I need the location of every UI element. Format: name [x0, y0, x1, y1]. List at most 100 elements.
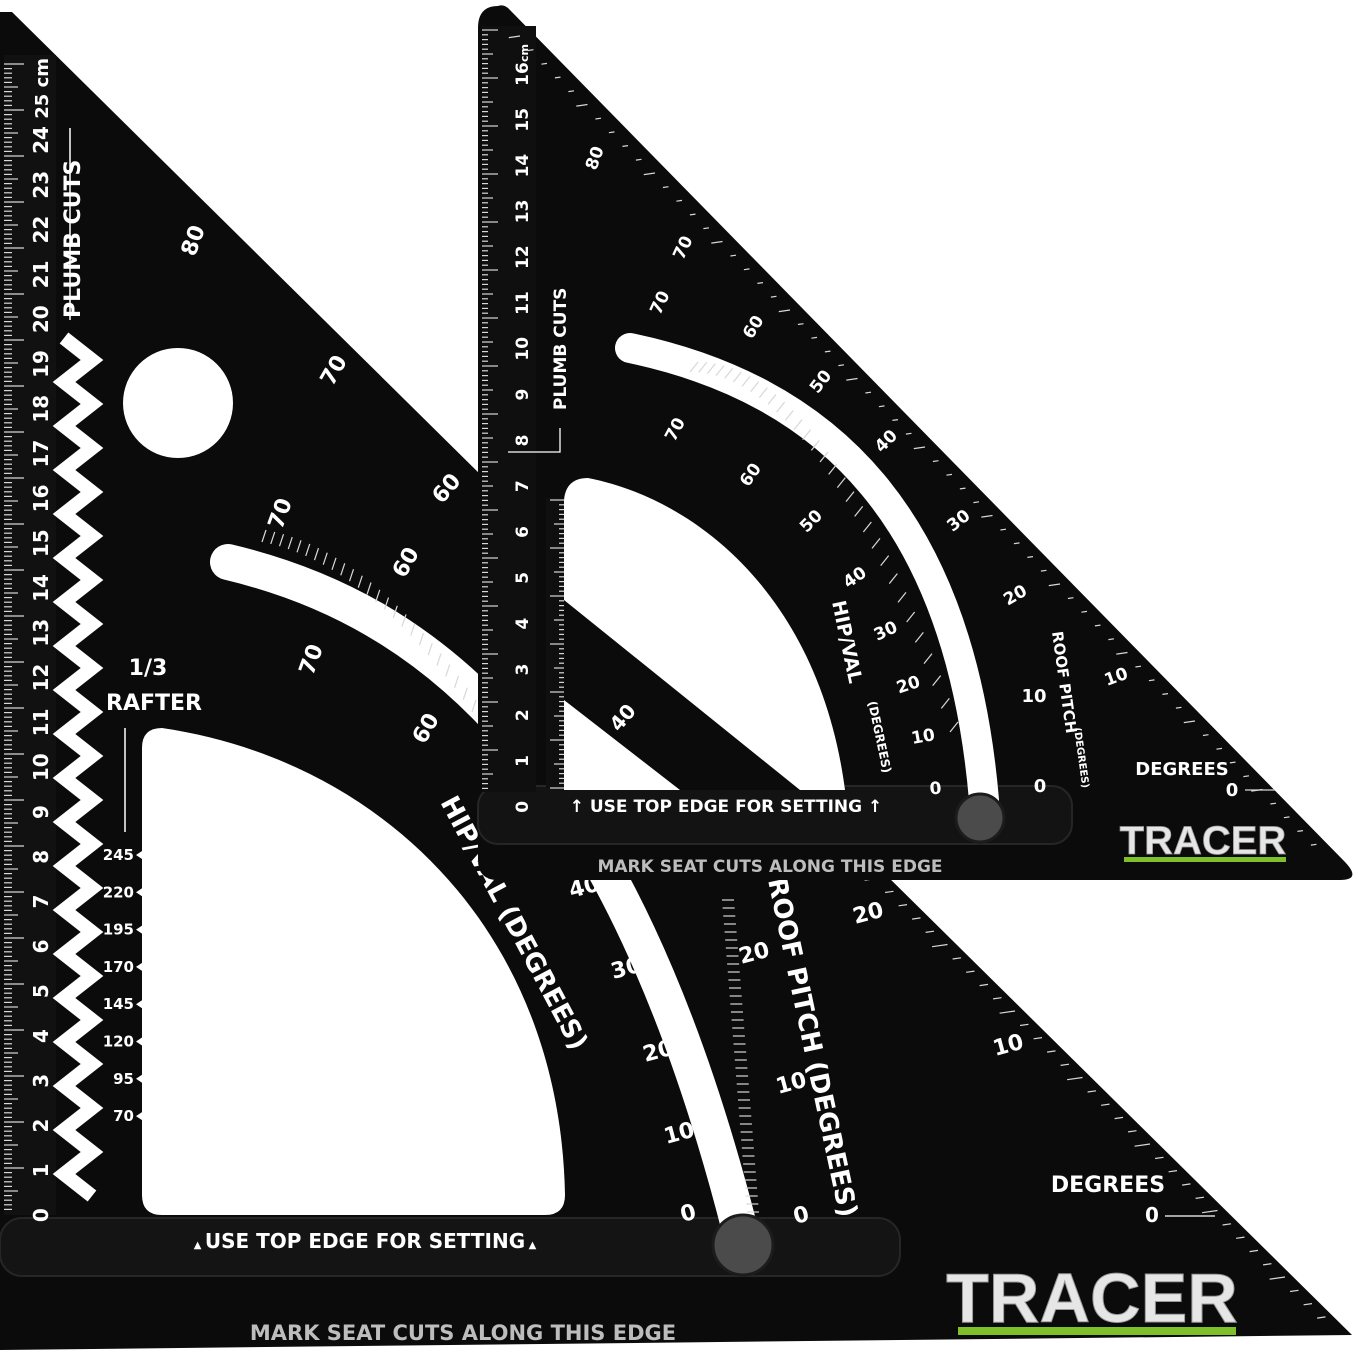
- small-hyp-tick: [635, 158, 642, 161]
- small-slot-tick: [758, 387, 768, 398]
- ruler-number-21: 21: [29, 260, 53, 288]
- small-hyp-tick: [770, 295, 777, 298]
- small-hyp-tick: [778, 309, 791, 313]
- small-slot-tick: [880, 555, 890, 566]
- small-slot-tick: [914, 632, 924, 643]
- hyp-tick: [1269, 1276, 1286, 1280]
- hyp-tick: [979, 983, 989, 987]
- hyp-tick: [1195, 1196, 1205, 1199]
- slot-tick: [418, 632, 425, 646]
- hyp-tick: [925, 930, 935, 933]
- small-ruler-number-1: 1: [513, 755, 533, 767]
- small-slot-tick: [810, 440, 820, 451]
- slot-tick: [366, 582, 372, 595]
- ruler-number-18: 18: [29, 395, 53, 423]
- small-slot-tick: [819, 451, 829, 463]
- small-hyp-tick: [981, 514, 993, 518]
- small-slot-tick: [940, 698, 950, 709]
- slot-tick: [445, 664, 451, 677]
- ruler-number-7: 7: [29, 895, 53, 909]
- slot-tick: [392, 605, 398, 618]
- rafter-marker: [136, 925, 142, 934]
- small-hyp-tick: [1162, 693, 1169, 695]
- small-hyp-tick: [1027, 556, 1034, 558]
- small-slot-tick: [845, 491, 855, 502]
- small-hyp-tick: [905, 432, 912, 435]
- small-plumb-line: [508, 428, 561, 453]
- large-setting-label: ▲ USE TOP EDGE FOR SETTING ▲: [194, 1229, 537, 1253]
- small-ruler-number-9: 9: [513, 389, 533, 401]
- ruler-number-8: 8: [29, 850, 53, 864]
- rafter-label: RAFTER: [106, 691, 202, 716]
- ruler-number-11: 11: [29, 708, 53, 736]
- slot-tick: [313, 547, 320, 561]
- large-setting-fence: [0, 1217, 901, 1277]
- small-hyp-tick: [946, 473, 953, 476]
- slot-tick: [270, 531, 276, 545]
- ruler-number-5: 5: [29, 984, 53, 998]
- hyp-tick: [1101, 1103, 1110, 1106]
- small-inner-0: 0: [929, 779, 943, 800]
- hyp-tick: [1033, 1037, 1043, 1040]
- slot-tick: [331, 557, 337, 570]
- small-slot-tick: [854, 506, 864, 517]
- small-slot-tick: [949, 721, 959, 733]
- large-degrees-zero: 0: [1145, 1203, 1159, 1227]
- large-hip-0: 0: [678, 1200, 699, 1228]
- ruler-number-1: 1: [29, 1163, 53, 1177]
- small-slot-tick: [906, 611, 916, 623]
- small-hyp-tick: [1310, 843, 1317, 846]
- large-brand-logo: TRACER: [946, 1259, 1238, 1337]
- large-lock-knob[interactable]: [711, 1213, 775, 1277]
- slot-tick: [471, 699, 477, 713]
- small-hyp-tick: [576, 103, 588, 107]
- ruler-number-10: 10: [29, 753, 53, 781]
- small-hyp-tick: [1094, 624, 1101, 627]
- hyp-tick: [898, 904, 908, 907]
- hyp-tick: [1303, 1303, 1313, 1306]
- small-hyp-tick: [689, 213, 696, 216]
- small-degrees-label: DEGREES: [1135, 759, 1228, 780]
- small-brand-bar: [1124, 857, 1286, 862]
- small-hyp-tick: [1243, 775, 1250, 778]
- small-slot-tick: [923, 653, 933, 664]
- hyp-tick: [1249, 1249, 1259, 1253]
- ruler-number-17: 17: [29, 440, 53, 468]
- small-hyp-tick: [608, 131, 615, 134]
- small-hyp-tick: [1116, 651, 1128, 655]
- large-ruler-ticks: [4, 63, 24, 1211]
- large-plumb-cuts-label: PLUMB CUTS: [61, 160, 86, 318]
- small-ruler-number-4: 4: [513, 618, 533, 630]
- small-lock-knob[interactable]: [954, 792, 1006, 844]
- hyp-tick: [1317, 1316, 1326, 1319]
- small-ruler-number-6: 6: [513, 526, 533, 538]
- small-hyp-tick: [541, 62, 548, 65]
- small-hyp-tick: [711, 240, 723, 244]
- small-hyp-tick: [1148, 679, 1155, 682]
- ruler-number-12: 12: [29, 664, 53, 692]
- small-slot-tick: [862, 521, 872, 533]
- hyp-tick: [993, 997, 1002, 1000]
- ruler-number-23: 23: [29, 171, 53, 199]
- small-ruler-number-15: 15: [513, 108, 533, 132]
- small-slot-tick: [871, 538, 881, 549]
- small-slot-tick: [698, 362, 708, 373]
- small-roof-10: 10: [1021, 686, 1046, 707]
- large-hip-ticks: [722, 899, 759, 1213]
- ruler-number-14: 14: [29, 574, 53, 602]
- small-hyp-tick: [703, 227, 710, 230]
- small-hyp-tick: [932, 460, 939, 463]
- large-cm-unit: 25 cm: [32, 58, 53, 119]
- small-hyp-tick: [1216, 747, 1223, 750]
- slot-tick: [278, 534, 285, 547]
- small-hyp-tick: [730, 254, 737, 257]
- small-slot-tick: [767, 394, 777, 405]
- slot-tick: [453, 675, 460, 689]
- small-hyp-tick: [892, 419, 899, 421]
- large-brand-tagline: PROFESSIONAL CONSTRUCTION MARKERS: [959, 1342, 1233, 1353]
- small-slot-tick: [793, 419, 803, 430]
- rafter-value-245: 245: [103, 846, 134, 864]
